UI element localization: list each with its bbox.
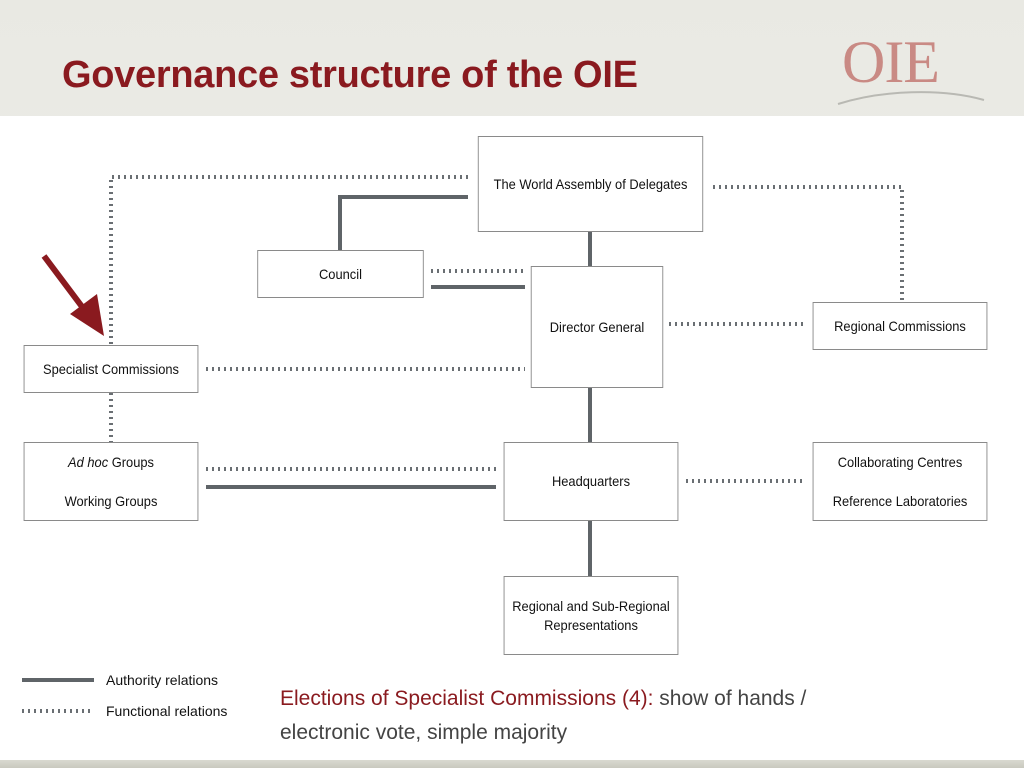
node-representations-line2: Representations <box>544 616 638 633</box>
functional-line-icon <box>22 709 94 713</box>
legend-functional-label: Functional relations <box>106 703 228 719</box>
elections-caption: Elections of Specialist Commissions (4):… <box>280 682 820 750</box>
node-regional-representations: Regional and Sub-Regional Representation… <box>503 576 679 655</box>
caption-rest: show of hands / electronic vote, simple … <box>280 687 807 744</box>
node-regional-commissions-label: Regional Commissions <box>834 317 966 334</box>
node-regional-commissions: Regional Commissions <box>812 302 988 350</box>
node-director-general: Director General <box>530 266 664 388</box>
logo-text: OIE <box>842 29 940 95</box>
node-specialist-commissions: Specialist Commissions <box>23 345 199 393</box>
node-council-label: Council <box>319 265 362 282</box>
adhoc-rest: Groups <box>108 453 154 470</box>
legend-authority-label: Authority relations <box>106 672 219 688</box>
legend-authority: Authority relations <box>22 672 218 688</box>
node-director-general-label: Director General <box>549 318 645 335</box>
adhoc-italic: Ad hoc <box>68 453 109 470</box>
node-representations-line1: Regional and Sub-Regional <box>512 597 670 614</box>
node-working-groups-label: Working Groups <box>64 492 158 509</box>
caption-highlight: Elections of Specialist Commissions (4): <box>280 687 654 710</box>
authority-line-icon <box>22 678 94 682</box>
functional-lines <box>109 175 904 483</box>
legend-functional: Functional relations <box>22 703 227 719</box>
node-adhoc-groups-label: Ad hoc Groups <box>68 453 154 472</box>
assembly-council-line <box>338 195 468 250</box>
arrow-head-icon <box>70 294 104 336</box>
node-council: Council <box>257 250 424 298</box>
node-reference-laboratories-label: Reference Laboratories <box>832 492 968 509</box>
authority-lines <box>206 195 592 576</box>
logo-swoosh-icon <box>837 91 985 105</box>
node-collaborating-centres-labs: Collaborating Centres Reference Laborato… <box>812 442 988 521</box>
oie-logo: OIE <box>832 29 992 110</box>
bottom-bar <box>0 760 1024 768</box>
assembly-regional-dotted <box>713 185 904 302</box>
node-specialist-commissions-label: Specialist Commissions <box>42 360 179 377</box>
node-headquarters-label: Headquarters <box>551 473 631 490</box>
node-world-assembly-label: The World Assembly of Delegates <box>493 175 688 192</box>
assembly-specialist-dotted <box>109 175 468 345</box>
node-headquarters: Headquarters <box>503 442 679 521</box>
node-world-assembly: The World Assembly of Delegates <box>477 136 704 232</box>
slide-title: Governance structure of the OIE <box>62 54 638 96</box>
node-collaborating-centres-label: Collaborating Centres <box>837 453 963 470</box>
highlight-arrow <box>41 254 104 336</box>
node-adhoc-working-groups: Ad hoc Groups Working Groups <box>23 442 199 521</box>
